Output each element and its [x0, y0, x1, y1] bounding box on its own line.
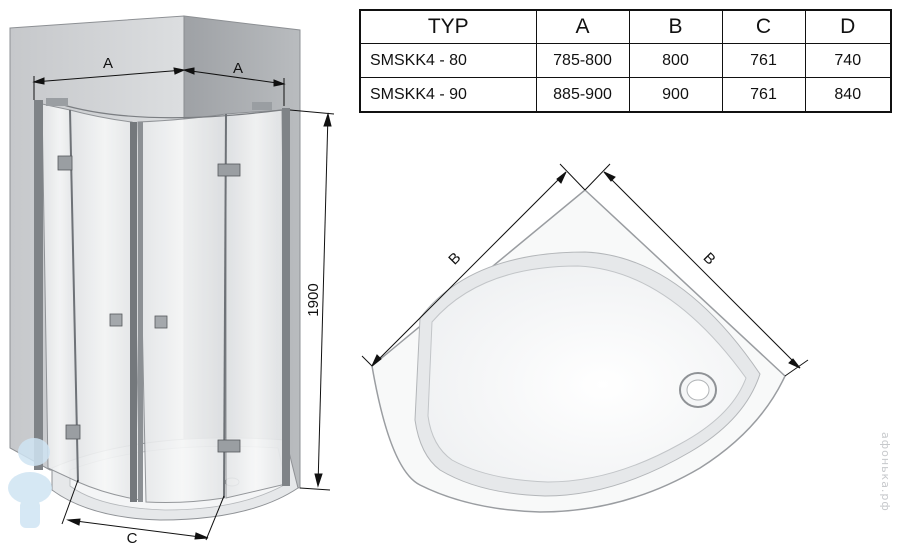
header-typ: TYP — [359, 9, 537, 44]
dimension-c — [61, 479, 225, 541]
hinge-top-right — [217, 163, 241, 177]
glass-door-right — [137, 113, 227, 503]
enclosure-3d-drawing: A A 1900 C — [8, 15, 335, 547]
dimension-a — [32, 67, 286, 106]
hinge-bottom-right — [217, 439, 241, 453]
door-handle-right — [154, 315, 168, 329]
header-d: D — [804, 9, 892, 44]
header-a: A — [535, 9, 630, 44]
top-curve-edge — [59, 103, 283, 119]
dimension-a-right-label: A — [233, 60, 243, 77]
door-edge-right — [138, 122, 143, 502]
hinge-bottom-left — [65, 424, 81, 440]
dimension-b-left-label: B — [445, 249, 464, 268]
cell-b: 900 — [628, 77, 723, 113]
header-b: B — [628, 9, 723, 44]
cell-model: SMSKK4 - 90 — [359, 77, 537, 113]
dimension-a-left-label: A — [103, 55, 113, 72]
cell-a: 785-800 — [535, 43, 630, 78]
tray-inner-basin — [427, 265, 747, 483]
dimension-b-left — [361, 163, 586, 367]
door-edge-left — [130, 122, 137, 502]
header-c: C — [721, 9, 806, 44]
top-bracket-right — [252, 102, 272, 110]
cell-d: 840 — [804, 77, 892, 113]
cell-b: 800 — [628, 43, 723, 78]
cell-model: SMSKK4 - 80 — [359, 43, 537, 78]
cell-c: 761 — [721, 43, 806, 78]
dimension-table: TYP A B C D SMSKK4 - 80 785-800 800 761 … — [359, 9, 892, 113]
table-row: SMSKK4 - 80 785-800 800 761 740 — [359, 43, 892, 78]
door-handle-left — [109, 313, 123, 327]
tray-plan-drawing: B B — [361, 163, 809, 513]
panel-edge-right — [223, 113, 227, 499]
top-bracket-left — [46, 98, 68, 106]
wall-profile-right — [282, 108, 290, 486]
tray-drain-inner — [686, 379, 710, 401]
table-row: SMSKK4 - 90 885-900 900 761 840 — [359, 77, 892, 113]
table-header-row: TYP A B C D — [359, 9, 892, 44]
dimension-height — [289, 109, 335, 491]
cell-a: 885-900 — [535, 77, 630, 113]
wall-profile-left — [34, 100, 43, 470]
dimension-b-right — [584, 163, 809, 377]
hinge-top-left — [57, 155, 73, 171]
glass-door-left — [69, 109, 141, 501]
dimension-b-right-label: B — [700, 249, 719, 268]
dimension-c-label: C — [127, 530, 138, 547]
mascot-watermark-figure — [8, 438, 52, 528]
cell-c: 761 — [721, 77, 806, 113]
site-watermark: афонька.рф — [879, 432, 892, 512]
dimension-height-label: 1900 — [305, 283, 322, 316]
panel-edge-left — [69, 109, 79, 483]
cell-d: 740 — [804, 43, 892, 78]
